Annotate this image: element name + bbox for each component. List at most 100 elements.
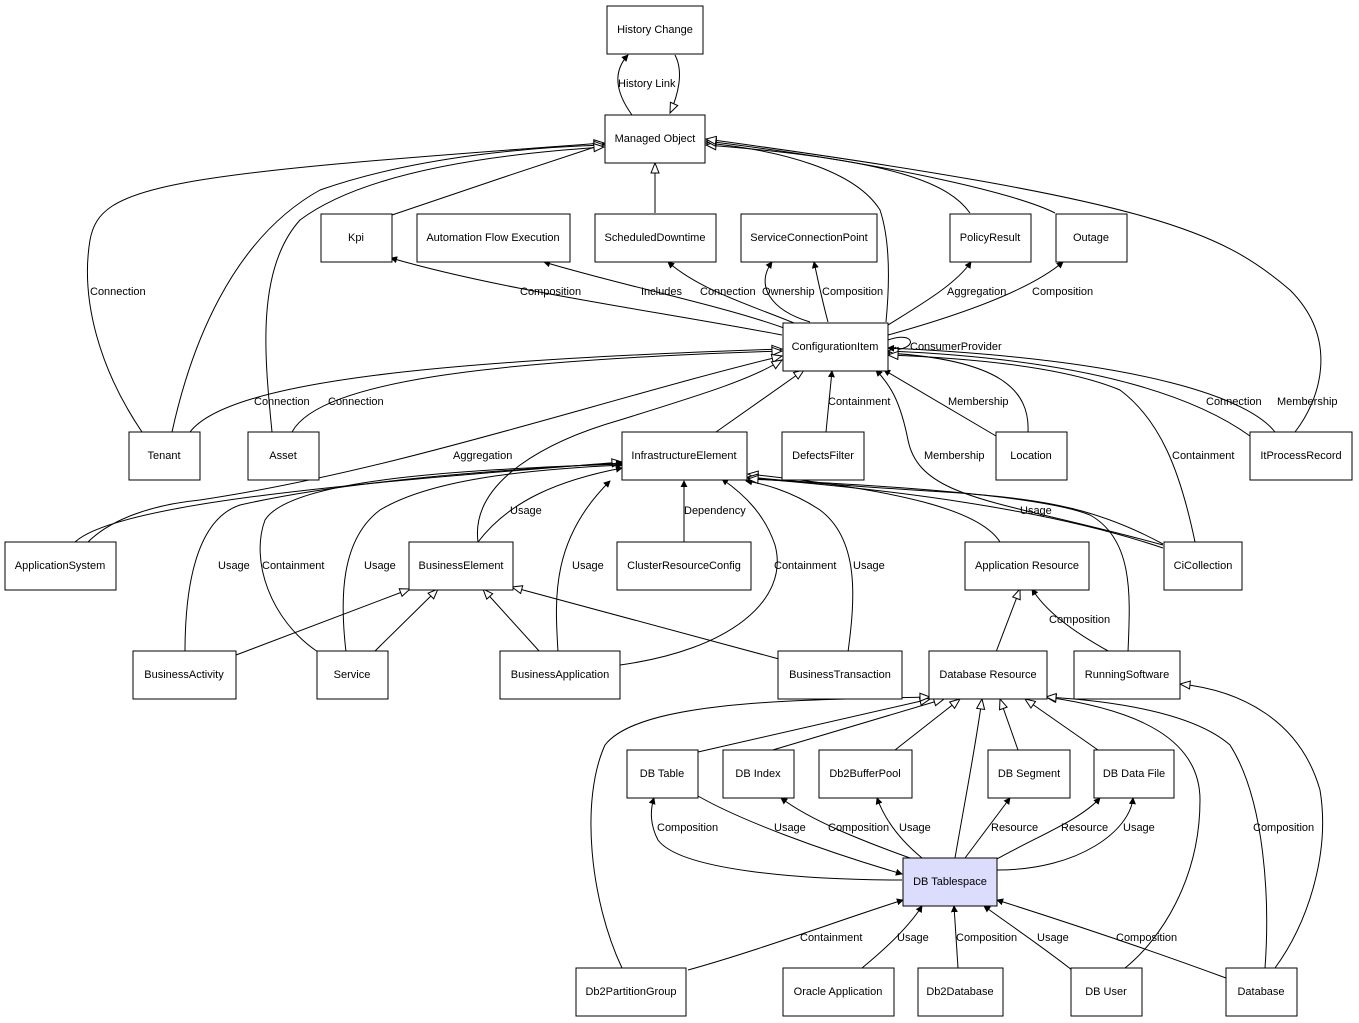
label-ci-pr-aggregation: Aggregation	[947, 286, 1006, 298]
edge-businessapplication-ie-usage	[555, 480, 611, 653]
node-db-index[interactable]: DB Index	[722, 749, 795, 799]
edge-databaseresource-appresource	[995, 589, 1020, 653]
node-database[interactable]: Database	[1225, 967, 1298, 1017]
edge-dbtable-tbs-usage	[697, 795, 903, 876]
node-db2-partition-group[interactable]: Db2PartitionGroup	[575, 967, 687, 1017]
node-database-resource[interactable]: Database Resource	[928, 650, 1048, 700]
node-oracle-application[interactable]: Oracle Application	[782, 967, 895, 1017]
node-db-segment[interactable]: DB Segment	[987, 749, 1071, 799]
node-db2-database[interactable]: Db2Database	[917, 967, 1004, 1017]
edge-ci-kpi-composition	[390, 256, 783, 336]
node-label: Asset	[269, 450, 297, 462]
label-ci-outage-composition: Composition	[1032, 286, 1093, 298]
edge-cicollection-ie	[748, 477, 1164, 545]
edge-ci-scp-composition	[811, 261, 829, 323]
node-policy-result[interactable]: PolicyResult	[949, 213, 1032, 263]
edge-businesstransaction-be	[512, 587, 780, 660]
node-db-tablespace[interactable]: DB Tablespace	[902, 857, 998, 907]
edge-database-tbs-composition	[996, 898, 1227, 979]
node-infrastructure-element[interactable]: InfrastructureElement	[621, 431, 748, 481]
label-pg-tbs-containment: Containment	[800, 932, 862, 944]
edge-cicollection-ci-membership	[875, 369, 1164, 546]
node-label: Database Resource	[939, 669, 1036, 681]
edge-dbtablespace-dbresource	[954, 699, 982, 859]
label-db-rs-composition: Composition	[1253, 822, 1314, 834]
edge-tbs-segment-resource	[964, 797, 1011, 859]
edge-tenant-managedobject-connection	[87, 143, 604, 433]
node-label: DB Tablespace	[913, 876, 987, 888]
node-business-activity[interactable]: BusinessActivity	[132, 650, 237, 700]
edge-policyresult-managedobject	[706, 145, 971, 214]
node-application-system[interactable]: ApplicationSystem	[4, 541, 117, 591]
node-label: DB Data File	[1103, 768, 1165, 780]
node-label: CiCollection	[1174, 560, 1233, 572]
node-tenant[interactable]: Tenant	[128, 431, 201, 481]
node-scheduled-downtime[interactable]: ScheduledDowntime	[594, 213, 717, 263]
node-running-software[interactable]: RunningSoftware	[1073, 650, 1181, 700]
edge-db2bufferpool-dbresource	[894, 699, 960, 751]
node-label: DB User	[1085, 986, 1127, 998]
edge-businesstransaction-ie-usage	[745, 478, 854, 653]
edge-businessactivity-be	[235, 589, 410, 656]
edge-tbs-datafile-resource	[994, 797, 1101, 861]
edge-businessactivity-ie-usage	[184, 459, 623, 653]
edge-location-ci-membership	[883, 369, 997, 437]
node-label: ApplicationSystem	[15, 560, 106, 572]
label-tbs-bp-usage: Usage	[899, 822, 931, 834]
edge-dbuser-dbresource	[1046, 697, 1201, 969]
label-tbs-seg-resource: Resource	[991, 822, 1038, 834]
node-cluster-resource-config[interactable]: ClusterResourceConfig	[616, 541, 752, 591]
node-business-application[interactable]: BusinessApplication	[499, 650, 621, 700]
node-business-element[interactable]: BusinessElement	[408, 541, 514, 591]
edge-dbsegment-dbresource	[1000, 699, 1019, 751]
edge-infrastructureelement-ci	[715, 370, 804, 433]
edge-db2partitiongroup-dbresource	[590, 697, 930, 969]
node-label: History Change	[617, 24, 693, 36]
edge-itprocessrecord-ci-connection	[888, 351, 1251, 437]
edge-applicationsystem-ie	[74, 462, 622, 543]
node-automation-flow-execution[interactable]: Automation Flow Execution	[416, 213, 571, 263]
label-bapp-ie-usage: Usage	[572, 560, 604, 572]
label-tenant-ci-connection: Connection	[254, 396, 310, 408]
edge-tbs-datafile-usage	[996, 797, 1136, 871]
node-db2-buffer-pool[interactable]: Db2BufferPool	[818, 749, 913, 799]
edge-partitiongroup-tbs-containment	[687, 898, 904, 971]
label-history-link: History Link	[618, 78, 676, 90]
node-label: Database	[1237, 986, 1284, 998]
node-label: ServiceConnectionPoint	[750, 232, 867, 244]
label-ci-kpi-composition: Composition	[520, 286, 581, 298]
node-ci-collection[interactable]: CiCollection	[1163, 541, 1243, 591]
edge-ci-policyresult-aggregation	[887, 261, 972, 326]
label-bt-ie-usage: Usage	[853, 560, 885, 572]
node-db-data-file[interactable]: DB Data File	[1093, 749, 1175, 799]
node-label: Automation Flow Execution	[426, 232, 559, 244]
node-outage[interactable]: Outage	[1055, 213, 1128, 263]
node-label: Db2Database	[926, 986, 993, 998]
node-label: ConfigurationItem	[792, 341, 879, 353]
node-configuration-item[interactable]: ConfigurationItem	[782, 322, 889, 372]
node-db-table[interactable]: DB Table	[626, 749, 699, 799]
node-it-process-record[interactable]: ItProcessRecord	[1249, 431, 1353, 481]
edge-cicollection-ie-usage	[747, 474, 1164, 549]
node-service-connection-point[interactable]: ServiceConnectionPoint	[740, 213, 878, 263]
label-bapp-ie-containment: Containment	[774, 560, 836, 572]
node-db-user[interactable]: DB User	[1070, 967, 1143, 1017]
node-defects-filter[interactable]: DefectsFilter	[781, 431, 865, 481]
edge-dbuser-tbs-usage	[983, 905, 1073, 971]
node-service[interactable]: Service	[316, 650, 389, 700]
node-kpi[interactable]: Kpi	[320, 213, 393, 263]
label-defects-containment: Containment	[828, 396, 890, 408]
label-tenant-mo-connection: Connection	[90, 286, 146, 298]
node-history-change[interactable]: History Change	[606, 5, 704, 55]
edge-history-link	[617, 54, 680, 116]
edge-itprocessrecord-ci-membership	[887, 344, 1276, 433]
node-application-resource[interactable]: Application Resource	[964, 541, 1090, 591]
node-label: ItProcessRecord	[1260, 450, 1341, 462]
node-location[interactable]: Location	[995, 431, 1068, 481]
node-label: DB Index	[735, 768, 781, 780]
label-ci-scp-ownership: Ownership	[762, 286, 815, 298]
edge-ci-automation-includes	[543, 260, 785, 329]
node-asset[interactable]: Asset	[247, 431, 320, 481]
node-managed-object[interactable]: Managed Object	[604, 114, 706, 164]
node-business-transaction[interactable]: BusinessTransaction	[777, 650, 903, 700]
